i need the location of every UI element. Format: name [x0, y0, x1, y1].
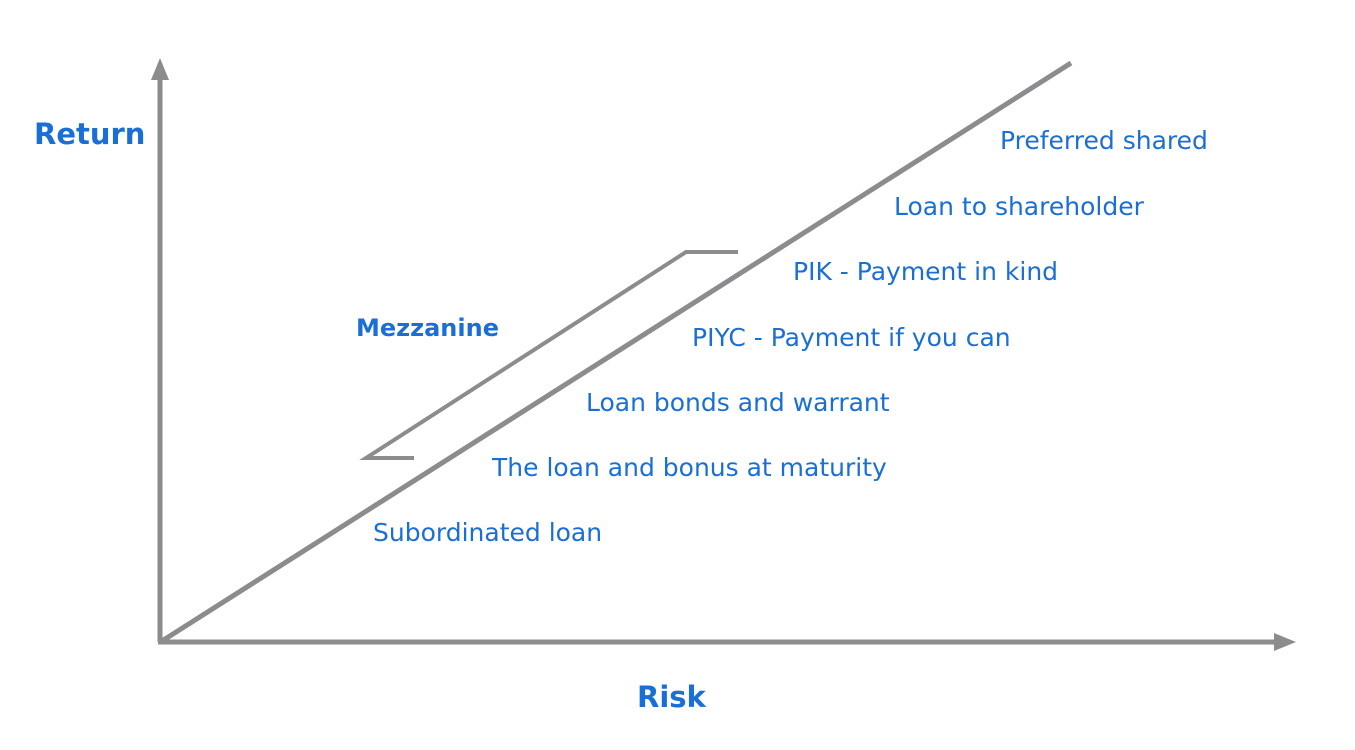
x-axis-title: Risk — [637, 680, 706, 714]
y-axis-arrow — [151, 58, 169, 80]
mezzanine-bracket — [359, 250, 738, 460]
instrument-label-loan-to-shareholder: Loan to shareholder — [894, 192, 1144, 221]
mezzanine-label: Mezzanine — [356, 314, 499, 342]
instrument-label-loan-bonus-maturity: The loan and bonus at maturity — [492, 453, 887, 482]
instrument-label-pik: PIK - Payment in kind — [793, 257, 1059, 286]
risk-return-line — [160, 60, 1073, 644]
y-axis-title: Return — [34, 117, 146, 151]
instrument-label-piyc: PIYC - Payment if you can — [692, 323, 1011, 352]
x-axis-arrow — [1274, 633, 1296, 651]
instrument-label-preferred-shared: Preferred shared — [1000, 126, 1208, 155]
instrument-label-loan-bonds-warrant: Loan bonds and warrant — [586, 388, 890, 417]
instrument-label-subordinated-loan: Subordinated loan — [373, 518, 603, 547]
